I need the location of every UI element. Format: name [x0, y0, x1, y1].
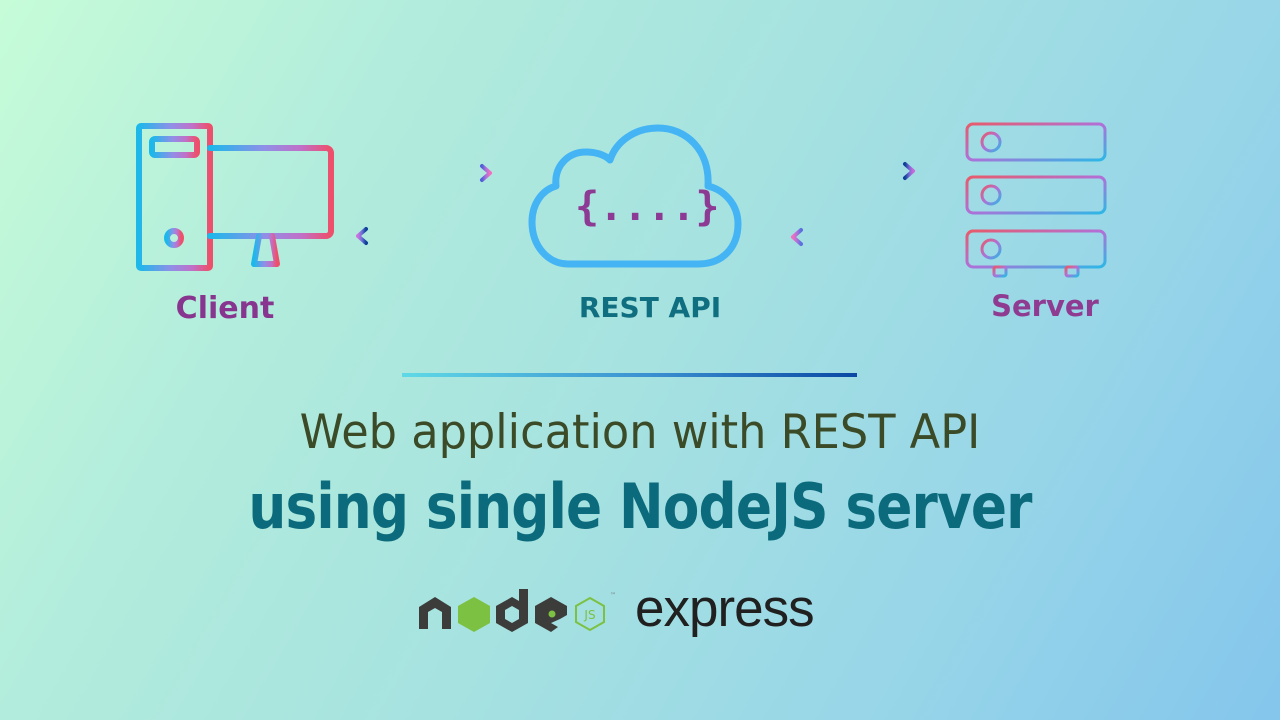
json-braces-icon: {....} — [575, 184, 720, 230]
node-letter-n — [419, 597, 451, 629]
server-label: Server — [991, 289, 1099, 323]
divider — [402, 373, 857, 377]
cloud-icon — [528, 124, 742, 268]
nodejs-logo: JS ™ — [419, 589, 616, 632]
arrow-client-to-api — [354, 164, 494, 245]
title: using single NodeJS server — [248, 470, 1032, 543]
rest-api-label: REST API — [578, 291, 722, 324]
svg-text:™: ™ — [610, 592, 616, 599]
arrow-right-icon — [777, 162, 915, 180]
arrow-left-icon — [791, 228, 929, 246]
arrow-right-icon — [354, 164, 492, 182]
desktop-computer-icon — [136, 123, 334, 271]
server-rack-icon — [965, 122, 1107, 278]
express-logo: express — [635, 579, 815, 638]
arrow-api-to-server — [777, 162, 929, 246]
subtitle: Web application with REST API — [299, 405, 981, 460]
node-letter-d — [496, 589, 528, 632]
svg-text:JS: JS — [583, 608, 595, 622]
node-letter-o — [458, 597, 490, 632]
nodejs-js-badge-icon: JS — [575, 596, 605, 632]
arrow-left-icon — [356, 227, 494, 245]
client-label: Client — [175, 291, 275, 326]
